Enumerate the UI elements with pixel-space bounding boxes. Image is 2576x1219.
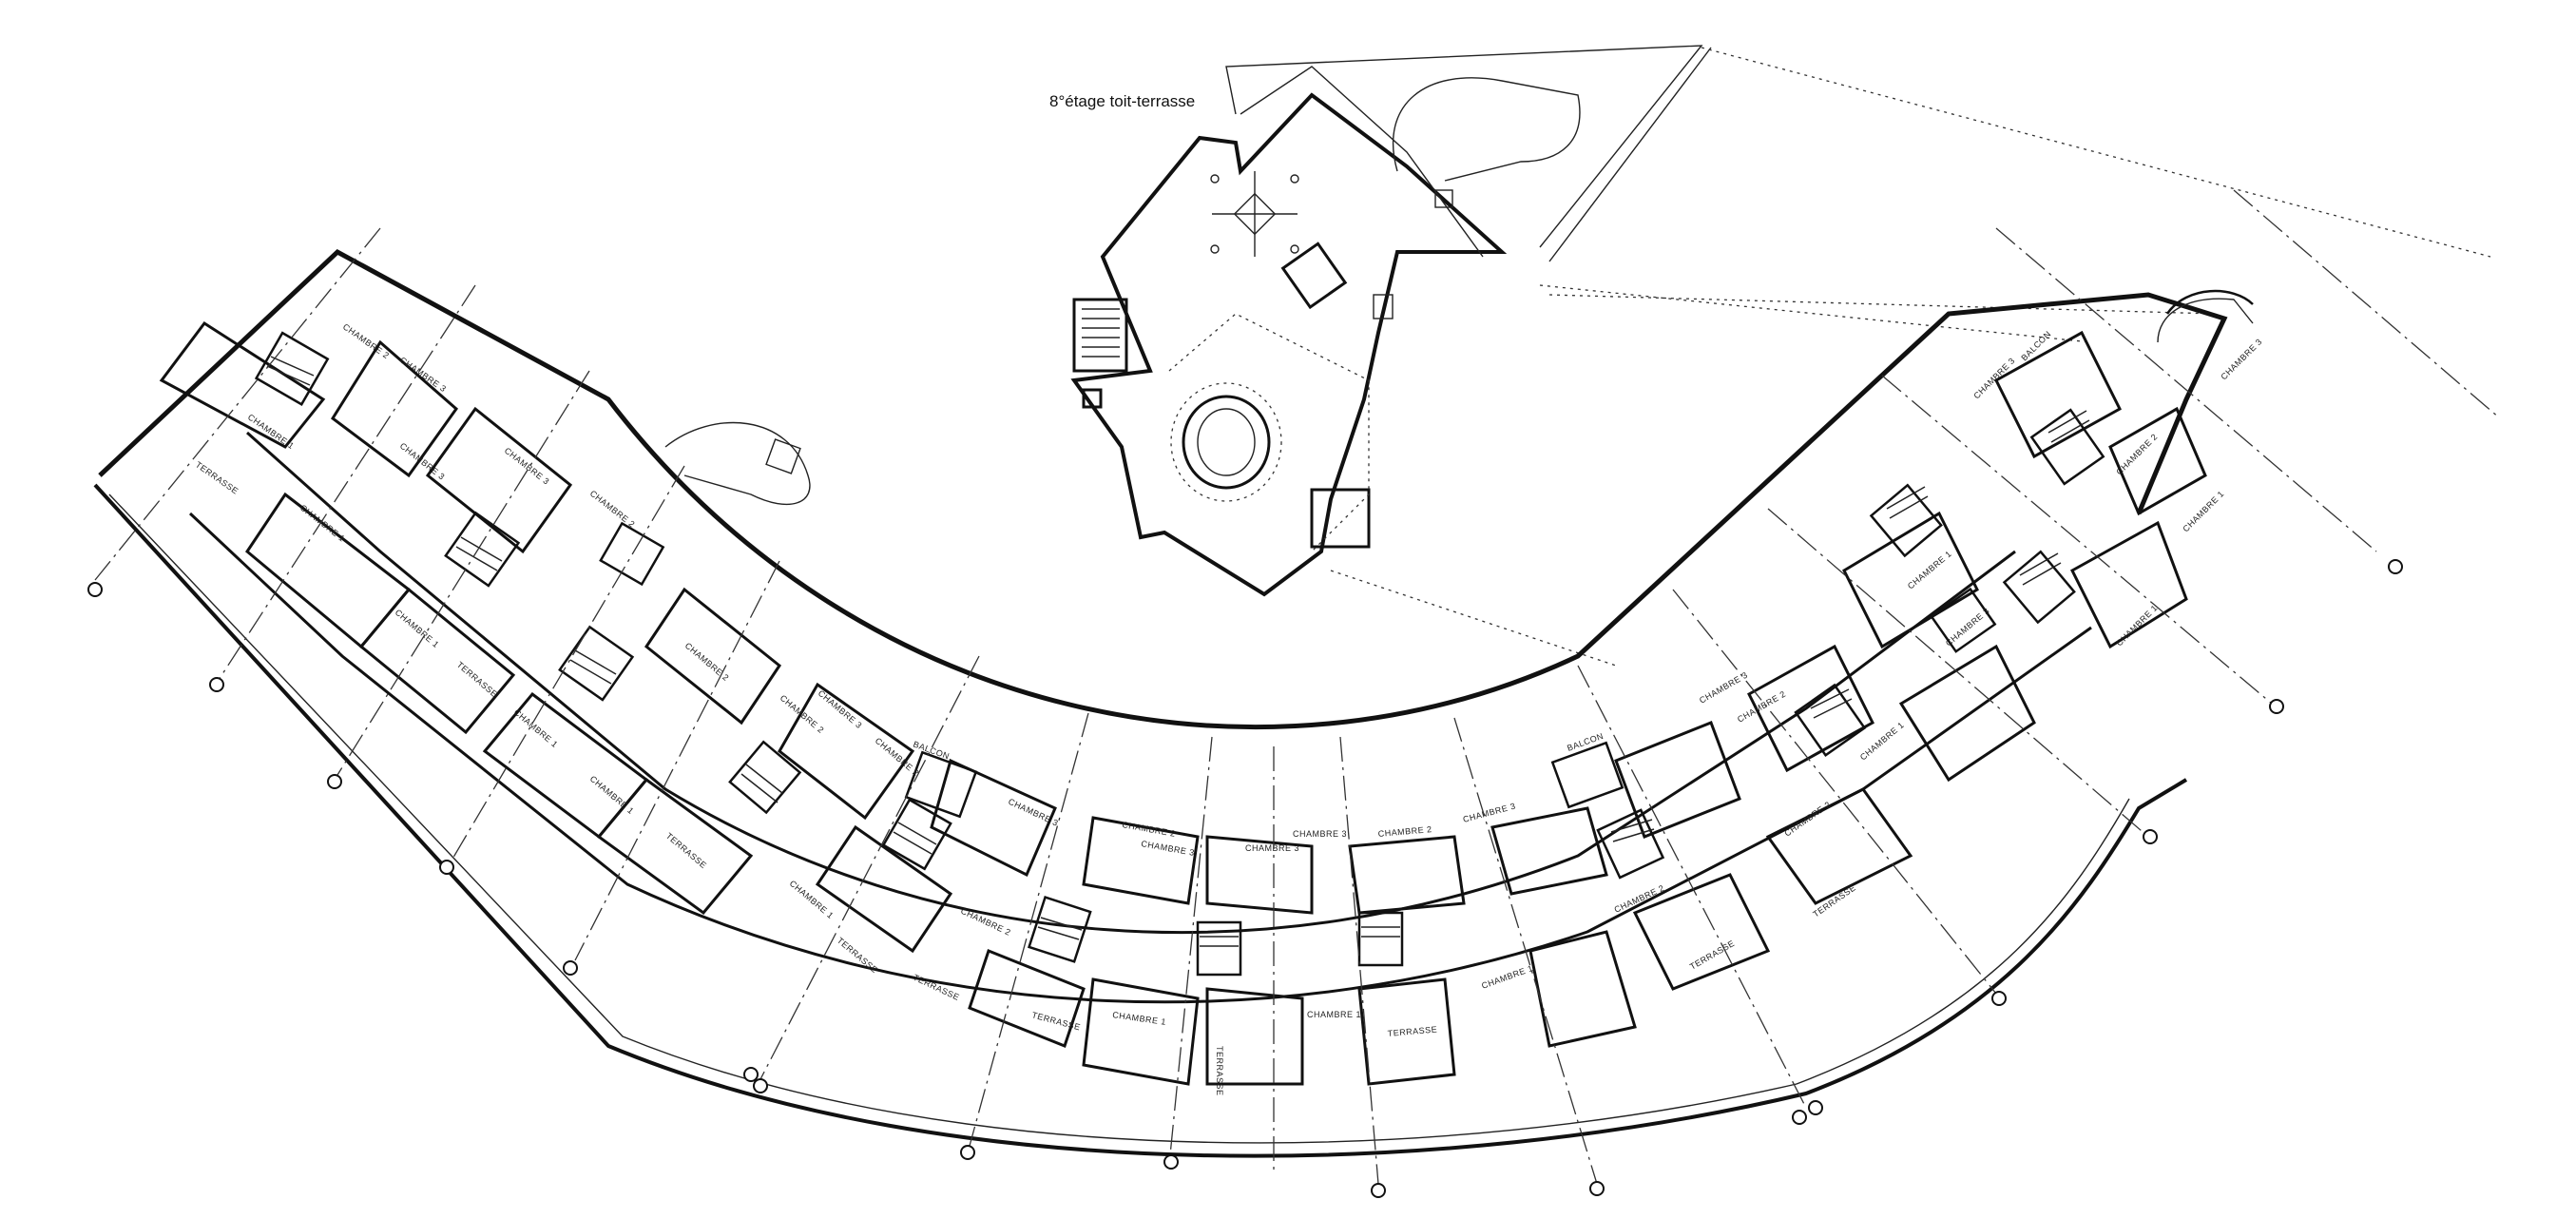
room-label: CHAMBRE 2 (959, 906, 1012, 938)
grid-bubble (753, 1078, 768, 1093)
grid-bubble (2269, 699, 2284, 714)
room-label: CHAMBRE 3 (1293, 829, 1347, 839)
curved-building-plan: CHAMBRE 2 CHAMBRE 3 CHAMBRE 1 TERRASSE C… (93, 248, 2264, 1158)
grid-bubble (960, 1145, 975, 1160)
room-label: CHAMBRE 3 (2219, 337, 2263, 381)
room-label: CHAMBRE 2 (779, 693, 826, 735)
stairs (254, 289, 2254, 977)
room-labels: CHAMBRE 2 CHAMBRE 3 CHAMBRE 1 TERRASSE C… (194, 321, 2264, 1095)
grid-bubble (1792, 1110, 1807, 1125)
grid-bubble (1589, 1181, 1605, 1196)
room-label: CHAMBRE 1 (246, 412, 296, 451)
room-label: TERRASSE (1387, 1024, 1437, 1038)
room-label: TERRASSE (1030, 1010, 1081, 1032)
roof-terrace-plan: 8°étage toit-terrasse (1049, 45, 1712, 597)
grid-bubble (327, 774, 342, 789)
grid-bubble (1371, 1183, 1386, 1198)
room-label: CHAMBRE 3 (1141, 839, 1196, 858)
room-label: CHAMBRE 3 (1245, 843, 1299, 853)
room-label: CHAMBRE 3 (1971, 356, 2016, 400)
room-label: TERRASSE (1215, 1046, 1224, 1096)
room-label: CHAMBRE 3 (1462, 802, 1517, 824)
room-label: CHAMBRE 2 (341, 321, 391, 360)
room-label: CHAMBRE 1 (1307, 1010, 1361, 1019)
grid-bubble (1163, 1154, 1179, 1170)
room-label: CHAMBRE 3 (1944, 606, 1991, 648)
room-label: CHAMBRE 1 (394, 608, 441, 649)
grid-bubble (2388, 559, 2403, 574)
grid-bubble (1808, 1100, 1823, 1115)
room-label: CHAMBRE 2 (683, 641, 731, 683)
room-label: CHAMBRE 3 (817, 688, 864, 730)
room-label: CHAMBRE 1 (2114, 603, 2159, 648)
room-label: CHAMBRE 1 (588, 774, 636, 816)
grid-bubble (563, 960, 578, 976)
room-label: CHAMBRE 2 (588, 489, 637, 530)
room-label: CHAMBRE 1 (1480, 963, 1534, 991)
room-label: CHAMBRE 2 (1782, 800, 1832, 839)
room-label: BALCON (912, 739, 951, 761)
grid-bubble (87, 582, 103, 597)
room-label: TERRASSE (836, 936, 880, 975)
room-label: CHAMBRE 2 (2114, 432, 2159, 476)
room-label: CHAMBRE 1 (2181, 489, 2225, 533)
room-label: CHAMBRE 2 (1122, 820, 1177, 839)
room-label: CHAMBRE 3 (398, 355, 448, 394)
room-label: CHAMBRE 1 (788, 879, 836, 920)
room-label: CHAMBRE 1 (512, 707, 560, 749)
roof-terrace-label: 8°étage toit-terrasse (1049, 92, 1195, 110)
grid-bubble (209, 677, 224, 692)
room-label: CHAMBRE 1 (1906, 549, 1953, 590)
projection-lines (1330, 47, 2491, 667)
roof-stair (1082, 308, 1120, 358)
room-label: TERRASSE (194, 459, 240, 495)
room-label: TERRASSE (455, 660, 500, 699)
grid-bubble (1991, 991, 2007, 1006)
room-label: CHAMBRE 2 (1377, 824, 1432, 839)
room-label: TERRASSE (664, 831, 709, 870)
grid-bubble (439, 860, 454, 875)
room-label: CHAMBRE 1 (298, 503, 347, 544)
grid-bubble (743, 1067, 759, 1082)
grid-bubble (2143, 829, 2158, 844)
room-label: CHAMBRE 1 (1112, 1010, 1167, 1027)
room-label: TERRASSE (912, 973, 961, 1002)
grid-axes (87, 189, 2501, 1198)
